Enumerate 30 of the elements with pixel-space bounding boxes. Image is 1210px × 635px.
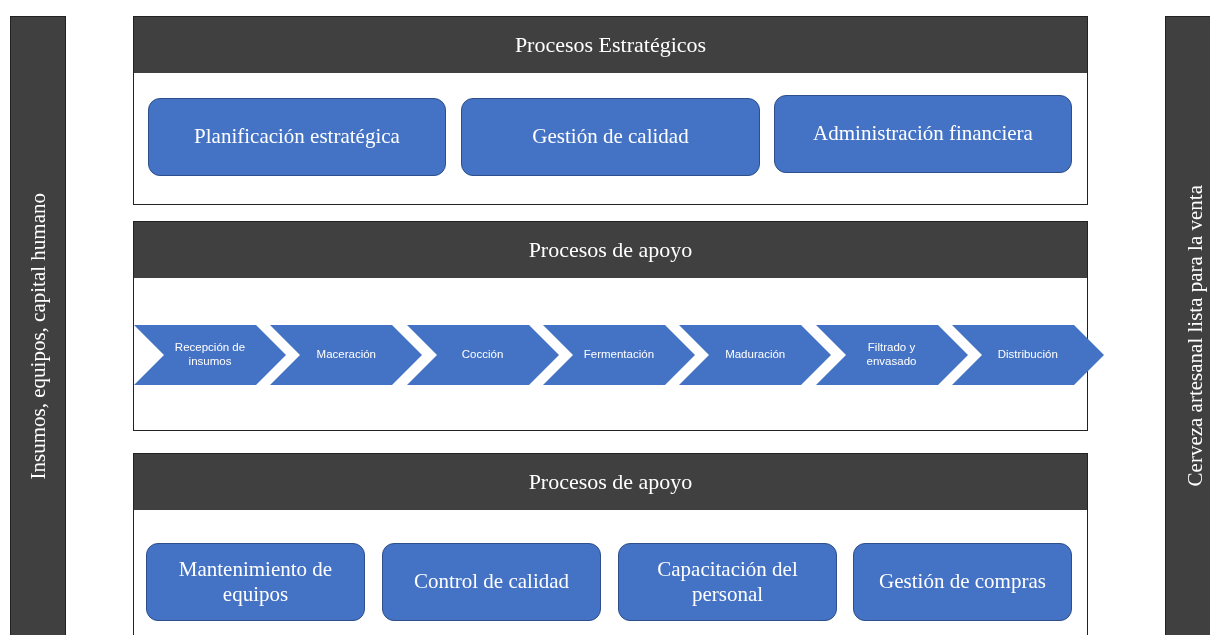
process-box: Gestión de calidad xyxy=(461,98,760,176)
chevron-step xyxy=(815,325,968,385)
step-label: Maduración xyxy=(724,348,787,362)
chevron-step xyxy=(542,325,695,385)
side-label: Insumos, equipos, capital humano xyxy=(25,192,51,480)
process-box: Administración financiera xyxy=(774,95,1072,173)
process-box: Planificación estratégica xyxy=(148,98,446,176)
step-label: Maceración xyxy=(315,348,377,362)
panel-frame xyxy=(133,453,1088,635)
process-box: Mantenimiento de equipos xyxy=(146,543,365,621)
chevron-step xyxy=(270,325,423,385)
chevron-step xyxy=(134,325,286,385)
panel-header: Procesos de apoyo xyxy=(134,454,1087,510)
process-box: Control de calidad xyxy=(382,543,601,621)
step-label: Fermentación xyxy=(582,348,656,362)
panel-header: Procesos Estratégicos xyxy=(134,17,1087,73)
process-box: Gestión de compras xyxy=(853,543,1072,621)
process-box: Capacitación del personal xyxy=(618,543,837,621)
panel-frame xyxy=(133,16,1088,205)
side-bar xyxy=(1165,16,1210,635)
side-label: Cerveza artesanal lista para la venta xyxy=(1182,185,1208,487)
step-label: Distribución xyxy=(996,348,1059,362)
panel-header: Procesos de apoyo xyxy=(134,222,1087,278)
side-bar xyxy=(10,16,66,635)
step-label: Cocción xyxy=(460,348,505,362)
step-label: Recepción de insumos xyxy=(173,341,247,369)
step-label: Filtrado y envasado xyxy=(865,341,918,369)
chevron-step xyxy=(406,325,559,385)
chevron-step xyxy=(679,325,832,385)
chevron-step xyxy=(951,325,1104,385)
